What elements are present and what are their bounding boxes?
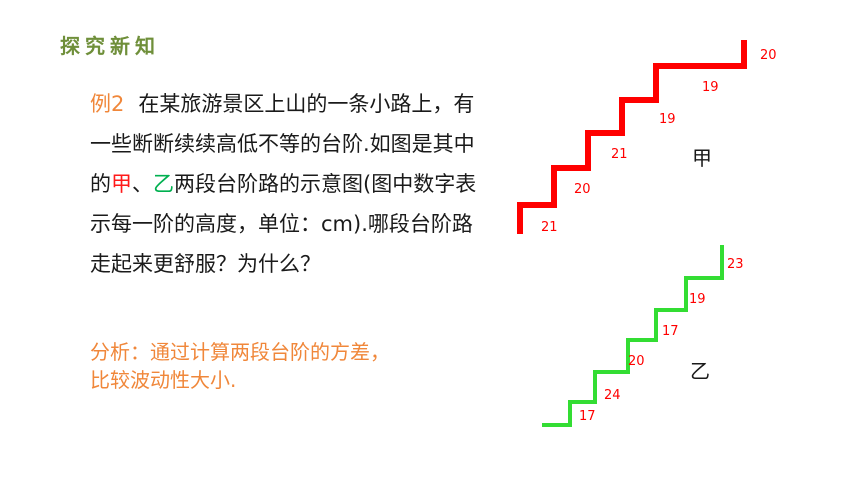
- staircase-jia-ref: 甲: [111, 172, 132, 196]
- step-height-jia-2: 20: [574, 182, 591, 197]
- analysis-text: 分析：通过计算两段台阶的方差， 比较波动性大小.: [90, 338, 480, 394]
- staircase-yi: 17 24 20 17 19 23 乙: [542, 245, 744, 427]
- staircase-jia-path: [517, 40, 747, 234]
- example-label: 例2: [90, 92, 125, 116]
- step-height-yi-2: 24: [604, 388, 621, 403]
- example-text-part2: 两段台阶路的示意图(图中数字表示每一阶的高度，单位：cm).哪段台阶路走起来更舒…: [90, 172, 477, 276]
- separator: 、: [132, 172, 153, 196]
- step-height-yi-5: 19: [689, 292, 706, 307]
- example-text-part1: 在某旅游景区上山的一条小路上，有一些断断续续高低不等的台阶.如图是其中的: [90, 92, 475, 196]
- staircase-yi-ref: 乙: [153, 172, 174, 196]
- staircase-jia: 21 20 21 19 19 20 甲: [517, 40, 777, 235]
- staircase-yi-label: 乙: [690, 359, 710, 383]
- step-height-yi-4: 17: [662, 324, 679, 339]
- step-height-jia-6: 20: [760, 48, 777, 63]
- step-height-jia-4: 19: [659, 112, 676, 127]
- step-height-jia-3: 21: [611, 147, 628, 162]
- staircase-jia-label: 甲: [692, 146, 712, 170]
- step-height-yi-6: 23: [727, 257, 744, 272]
- analysis-line-1: 分析：通过计算两段台阶的方差，: [90, 340, 390, 364]
- step-height-jia-5: 19: [702, 80, 719, 95]
- analysis-line-2: 比较波动性大小.: [90, 368, 237, 392]
- step-height-yi-3: 20: [628, 354, 645, 369]
- step-height-jia-1: 21: [541, 220, 558, 235]
- section-title: 探究新知: [60, 34, 160, 58]
- staircase-yi-path: [542, 245, 724, 427]
- step-height-yi-1: 17: [579, 409, 596, 424]
